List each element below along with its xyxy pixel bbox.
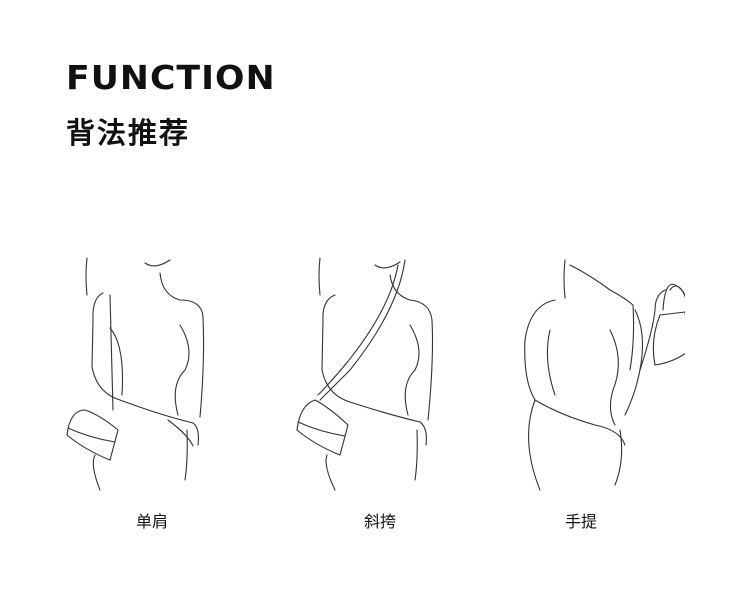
page-title: FUNCTION <box>66 58 276 97</box>
style-label-shoulder: 单肩 <box>135 512 168 531</box>
page-subtitle: 背法推荐 <box>66 116 191 150</box>
handheld-carry-illustration <box>515 250 691 510</box>
shoulder-carry-illustration <box>60 250 230 510</box>
style-label-crossbody: 斜挎 <box>363 512 396 531</box>
crossbody-carry-illustration <box>290 250 460 510</box>
style-label-handheld: 手提 <box>564 512 597 531</box>
